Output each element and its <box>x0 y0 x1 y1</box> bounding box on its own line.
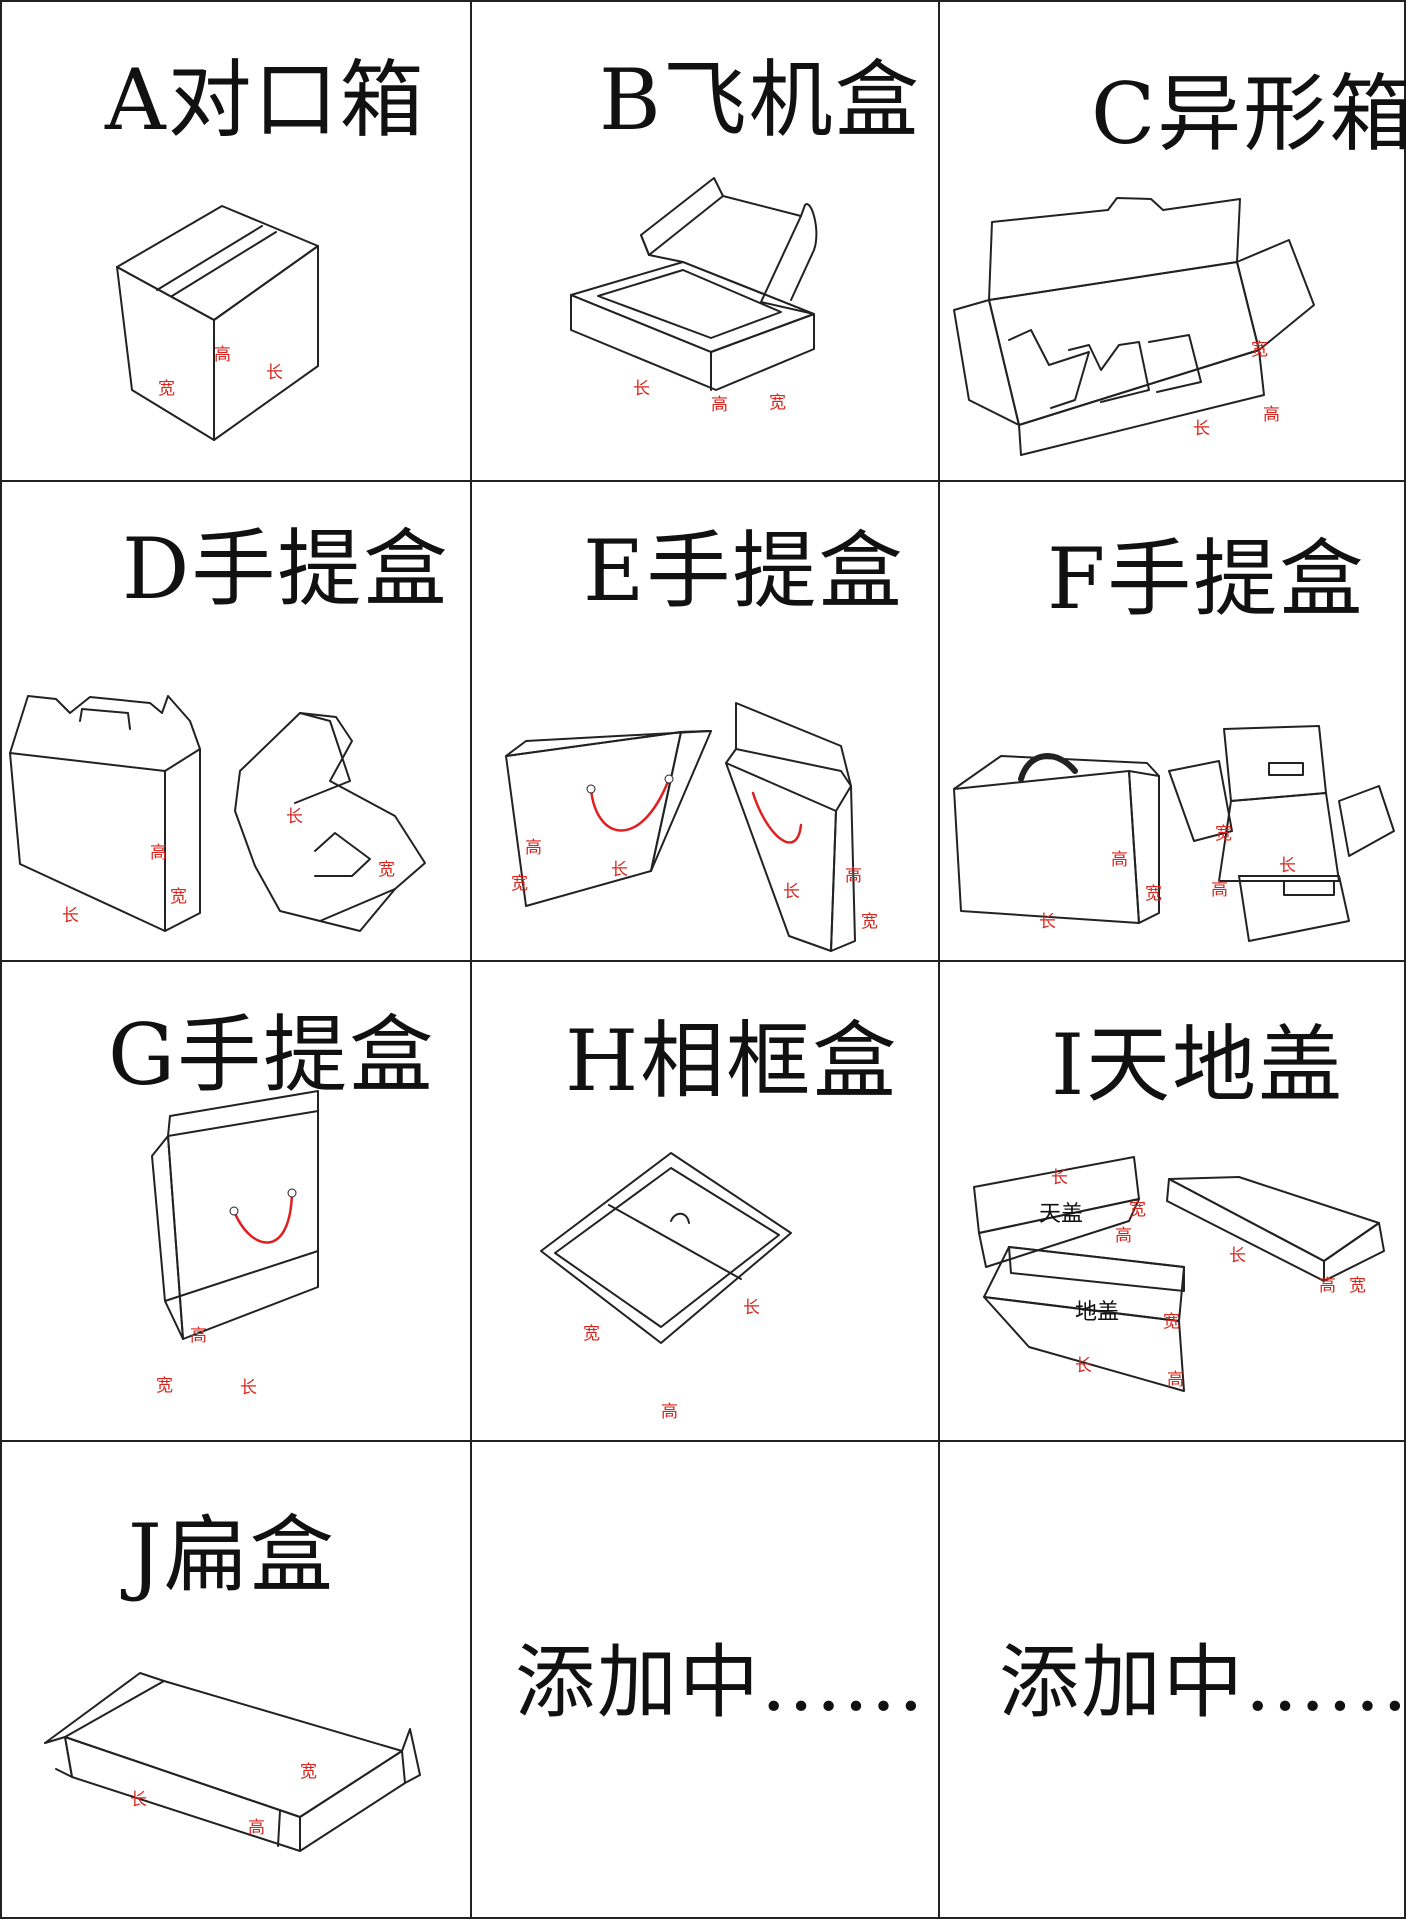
cell-e-open-height-label: 高 <box>845 866 862 886</box>
cell-b-width-label: 宽 <box>769 393 786 413</box>
cell-g-height-label: 高 <box>190 1326 207 1346</box>
cell-i-right-length-label: 长 <box>1229 1246 1246 1266</box>
cell-f-box-drawing: 高 宽 长 宽 长 高 <box>953 725 1395 942</box>
cell-e-box-drawing: 高 宽 长 长 高 宽 <box>505 702 878 952</box>
cell-d-open-length-label: 长 <box>286 807 303 827</box>
cell-h: H相框盒 宽 长 高 <box>471 961 939 1441</box>
cell-f: F手提盒 高 宽 长 宽 长 高 <box>939 481 1406 961</box>
cell-h-box-drawing: 宽 长 高 <box>540 1152 792 1422</box>
cell-d-open-width-label: 宽 <box>378 860 395 880</box>
cell-f-open-width-label: 宽 <box>1215 824 1232 844</box>
cell-c-box-drawing: 宽 长 高 <box>953 197 1315 456</box>
cell-c: C异形箱 宽 长 高 <box>939 0 1406 481</box>
cell-k-adding-text: 添加中...... <box>515 1636 926 1729</box>
cell-e: E手提盒 高 宽 长 长 高 宽 <box>471 481 939 961</box>
cell-b-length-label: 长 <box>633 379 650 399</box>
cell-b: B飞机盒 长 高 宽 <box>471 0 939 481</box>
cell-d-box-drawing: 高 宽 长 长 宽 <box>9 695 426 932</box>
cell-i-top-height-label: 高 <box>1115 1226 1132 1246</box>
cell-g-title: G手提盒 <box>108 1006 436 1104</box>
cell-c-width-label: 宽 <box>1251 340 1268 360</box>
cell-f-title: F手提盒 <box>1047 530 1366 628</box>
cell-i-bottom-width-label: 宽 <box>1163 1312 1180 1332</box>
cell-h-height-label: 高 <box>661 1402 678 1422</box>
cell-e-title: E手提盒 <box>583 522 905 620</box>
cell-f-height-label: 高 <box>1111 850 1128 870</box>
cell-g: G手提盒 高 宽 长 <box>0 961 471 1441</box>
cell-i: I天地盖 天盖 地盖 长 宽 高 宽 长 高 长 高 宽 <box>939 961 1406 1441</box>
cell-i-top-length-label: 长 <box>1051 1168 1068 1188</box>
cell-l: 添加中...... <box>939 1441 1406 1919</box>
cell-e-length-label: 长 <box>611 860 628 880</box>
cell-g-length-label: 长 <box>240 1378 257 1398</box>
cell-j-height-label: 高 <box>248 1818 265 1838</box>
cell-d-title: D手提盒 <box>122 520 450 618</box>
cell-a-width-label: 宽 <box>158 379 175 399</box>
cell-b-title: B飞机盒 <box>599 51 921 149</box>
cell-c-length-label: 长 <box>1193 419 1210 439</box>
cell-f-width-label: 宽 <box>1145 884 1162 904</box>
cell-d-length-label: 长 <box>62 906 79 926</box>
cell-i-top-width-label: 宽 <box>1129 1200 1146 1220</box>
cell-a-height-label: 高 <box>214 345 231 365</box>
cell-h-title: H相框盒 <box>565 1012 899 1110</box>
cell-f-open-length-label: 长 <box>1279 856 1296 876</box>
cell-d-width-label: 宽 <box>170 887 187 907</box>
cell-f-open-height-label: 高 <box>1211 880 1228 900</box>
cell-c-height-label: 高 <box>1263 405 1280 425</box>
cell-j-title: J扁盒 <box>128 1506 336 1604</box>
cell-i-top-lid-label: 天盖 <box>1039 1202 1083 1227</box>
cell-h-length-label: 长 <box>743 1298 760 1318</box>
cell-i-bottom-lid-label: 地盖 <box>1075 1300 1119 1325</box>
cell-j-width-label: 宽 <box>300 1762 317 1782</box>
cell-a: A对口箱 宽 高 长 <box>0 0 471 481</box>
cell-f-length-label: 长 <box>1039 912 1056 932</box>
cell-g-width-label: 宽 <box>156 1376 173 1396</box>
cell-l-adding-text: 添加中...... <box>999 1636 1406 1729</box>
cell-k: 添加中...... <box>471 1441 939 1919</box>
cell-j-length-label: 长 <box>130 1790 147 1810</box>
cell-c-title: C异形箱 <box>1091 65 1406 163</box>
cell-e-open-width-label: 宽 <box>861 912 878 932</box>
cell-a-title: A对口箱 <box>105 51 426 149</box>
cell-e-open-length-label: 长 <box>783 882 800 902</box>
cell-e-width-label: 宽 <box>511 874 528 894</box>
cell-i-right-height-label: 高 <box>1319 1276 1336 1296</box>
cell-i-title: I天地盖 <box>1051 1016 1345 1114</box>
cell-h-width-label: 宽 <box>583 1324 600 1344</box>
cell-d: D手提盒 高 宽 长 长 宽 <box>0 481 471 961</box>
cell-a-length-label: 长 <box>266 363 283 383</box>
cell-j: J扁盒 宽 长 高 <box>0 1441 471 1919</box>
cell-i-right-width-label: 宽 <box>1349 1276 1366 1296</box>
cell-i-bottom-length-label: 长 <box>1075 1356 1092 1376</box>
cell-i-bottom-height-label: 高 <box>1167 1370 1184 1390</box>
cell-d-height-label: 高 <box>150 843 167 863</box>
cell-g-box-drawing: 高 宽 长 <box>151 1090 319 1398</box>
cell-j-box-drawing: 宽 长 高 <box>44 1672 421 1852</box>
cell-b-box-drawing: 长 高 宽 <box>570 177 818 415</box>
cell-a-box-drawing: 宽 高 长 <box>116 205 319 441</box>
cell-e-height-label: 高 <box>525 838 542 858</box>
cell-b-height-label: 高 <box>711 395 728 415</box>
cell-i-box-drawing: 天盖 地盖 长 宽 高 宽 长 高 长 高 宽 <box>973 1156 1385 1392</box>
